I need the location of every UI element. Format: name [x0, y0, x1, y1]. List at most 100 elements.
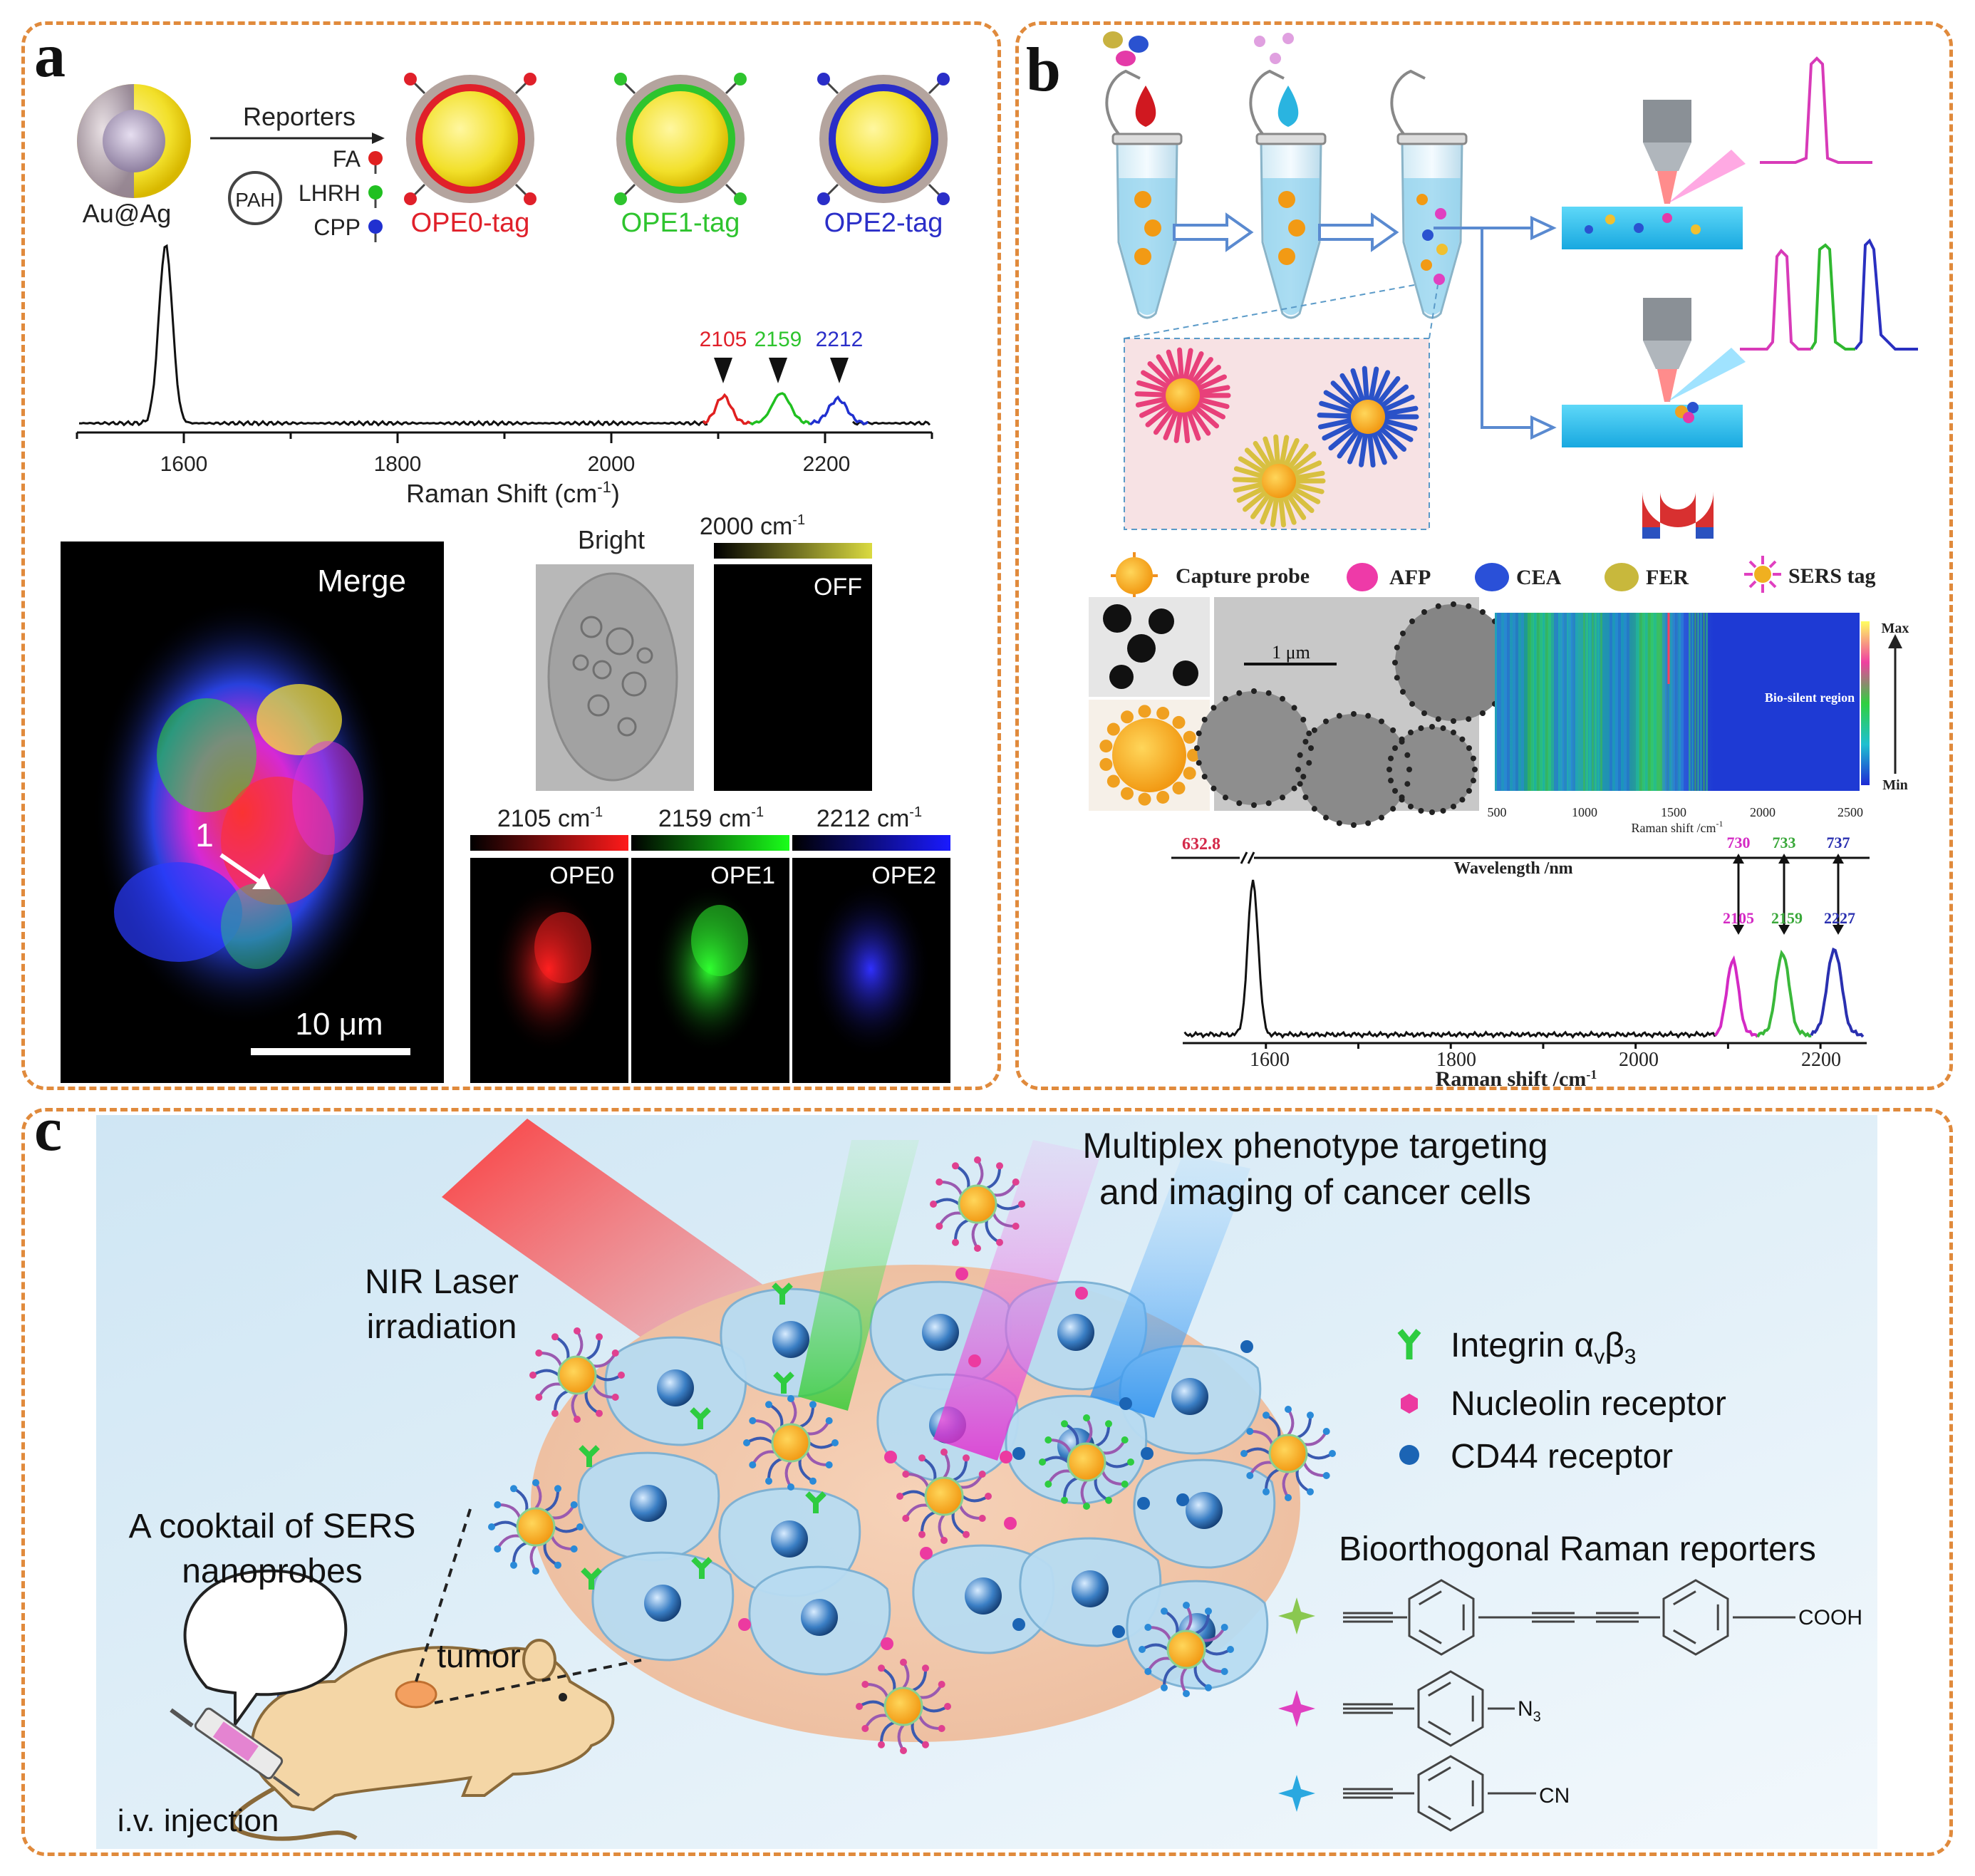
flow-arrow-1 [1173, 212, 1254, 252]
tick-b-2000: 2000 [1619, 1049, 1659, 1071]
tube-2 [1249, 69, 1327, 319]
triple-spectrum-green [1810, 243, 1855, 351]
integrin-receptor-2 [773, 1372, 794, 1394]
peak-marker-3 [830, 358, 849, 383]
heat-tick-1000: 1000 [1572, 805, 1597, 819]
heatmap-min: Min [1882, 777, 1908, 793]
spectrum-b-peak-2159 [1756, 949, 1812, 1038]
wavelength-730: 730 [1727, 834, 1751, 851]
integrin-receptor-3 [579, 1445, 600, 1467]
cpp-ligand-icon [368, 219, 383, 234]
ope-tag-core-2 [829, 84, 938, 194]
ope0-tag-label: OPE0-tag [411, 208, 530, 238]
spectrum-b-xlabel: Raman shift /cm-1 [1436, 1067, 1597, 1091]
laser-label-1: NIR Laser [365, 1263, 519, 1301]
heat-tick-2000: 2000 [1750, 805, 1776, 819]
legend-sers-tag: SERS tag [1788, 564, 1876, 588]
panel-b-tem-images: 1 μm [1089, 597, 1515, 828]
tick-a-2000: 2000 [588, 452, 636, 476]
cd44-receptor-4 [1141, 1447, 1154, 1460]
fer-icon [1605, 563, 1639, 591]
spectrum-a-line [78, 244, 931, 427]
cancer-cell-1 [604, 1336, 747, 1446]
cancer-cell-14 [1019, 1537, 1162, 1647]
ligand-fa-label: FA [333, 146, 361, 172]
spectrum-a-xlabel: Raman Shift (cm-1) [406, 478, 620, 508]
legend-afp: AFP [1389, 566, 1431, 589]
cd44-icon [1399, 1445, 1419, 1465]
peak-label-2105: 2105 [700, 328, 747, 351]
nucleolin-receptor-6 [738, 1618, 751, 1631]
ligand-lhrh-label: LHRH [299, 180, 361, 206]
reporter-group-cooh: COOH [1798, 1606, 1862, 1629]
tick-a-1600: 1600 [160, 452, 208, 476]
off-wavenumber-label: 2000 cm-1 [700, 512, 805, 540]
au-ag-label: Au@Ag [83, 199, 172, 228]
panel-b-legend: Capture probe AFP CEA FER SERS tag [1111, 552, 1876, 599]
pah-icon [228, 171, 282, 225]
peak-label-2212: 2212 [816, 328, 864, 351]
spectrum-b-peak-2105 [1714, 955, 1759, 1038]
afp-icon [1347, 563, 1378, 591]
tube-3 [1390, 69, 1468, 319]
tube-1 [1105, 69, 1183, 319]
benzene-ring [1417, 1755, 1484, 1832]
ope-tags [404, 73, 950, 205]
panel-a [21, 21, 1001, 1090]
cancer-cell-6 [577, 1451, 720, 1562]
panel-a-label: a [34, 21, 66, 90]
raman-peak-2159: 2159 [1771, 909, 1803, 927]
blood-drop-icon [1135, 85, 1156, 127]
legend-cea: CEA [1516, 566, 1562, 589]
benzene-ring [1408, 1579, 1475, 1656]
triple-spectrum-pink [1740, 248, 1811, 351]
sers-nanoprobe-3 [529, 1327, 625, 1423]
cocktail-label-2: nanoprobes [182, 1553, 363, 1590]
tick-a-2200: 2200 [803, 452, 851, 476]
wavelength-737: 737 [1827, 834, 1850, 851]
cancer-cell-10 [1133, 1458, 1276, 1569]
off-colorbar [714, 543, 872, 559]
off-label: OFF [814, 574, 862, 601]
panel-a-bright-image: Bright [536, 525, 694, 791]
nucleolin-receptor-4 [884, 1451, 897, 1463]
nucleolin-receptor-5 [1000, 1451, 1012, 1463]
spectrum-a-peak-2159 [750, 392, 812, 426]
nucleolin-icon [1401, 1394, 1418, 1414]
syringe-icon [170, 1707, 301, 1797]
panel-b [1015, 21, 1953, 1090]
raman-reporter-structures [1278, 1579, 1795, 1832]
sers-tag-icon [1744, 556, 1781, 593]
sers-nanoprobe-8 [1139, 1602, 1234, 1697]
channel-0-wavenumber: 2105 cm-1 [497, 804, 603, 832]
pink-beam [933, 1140, 1101, 1461]
reporter-group-n3: N3 [1518, 1697, 1541, 1725]
sers-nanoprobe-1 [930, 1156, 1025, 1252]
objective-2 [1643, 298, 1746, 402]
sers-nanoprobe-4 [743, 1395, 839, 1491]
merge-label: Merge [317, 564, 406, 598]
tem-scale-label: 1 μm [1272, 642, 1310, 663]
bio-silent-label: Bio-silent region [1765, 690, 1855, 705]
spectrum-b-peak-2227 [1810, 947, 1865, 1038]
heatmap-max: Max [1882, 621, 1909, 636]
peak-marker-2 [769, 358, 787, 383]
wavelength-733: 733 [1773, 834, 1796, 851]
benzene-ring [1662, 1579, 1729, 1656]
panel-b-heatmap: Bio-silent region Max Min 500 1000 1500 … [1488, 613, 1909, 835]
heat-tick-2500: 2500 [1837, 805, 1863, 819]
nucleolin-receptor-1 [955, 1268, 968, 1280]
nucleolin-receptor-7 [920, 1547, 933, 1560]
legend-fer: FER [1646, 566, 1689, 589]
panel-a-off-image: 2000 cm-1 OFF [700, 512, 872, 791]
probe-bubble [183, 1569, 348, 1729]
legend-nucleolin: Nucleolin receptor [1451, 1385, 1726, 1423]
sers-nanoprobe-7 [1240, 1406, 1336, 1501]
raman-peak-2227: 2227 [1824, 909, 1855, 927]
panel-a-spectrum: 2105 2159 2212 1600 1800 2000 2200 Raman… [76, 244, 933, 508]
marker-label: 1 [195, 817, 214, 854]
ope2-tag-label: OPE2-tag [824, 208, 943, 238]
injection-label: i.v. injection [118, 1803, 279, 1838]
legend-capture-probe: Capture probe [1176, 564, 1310, 588]
